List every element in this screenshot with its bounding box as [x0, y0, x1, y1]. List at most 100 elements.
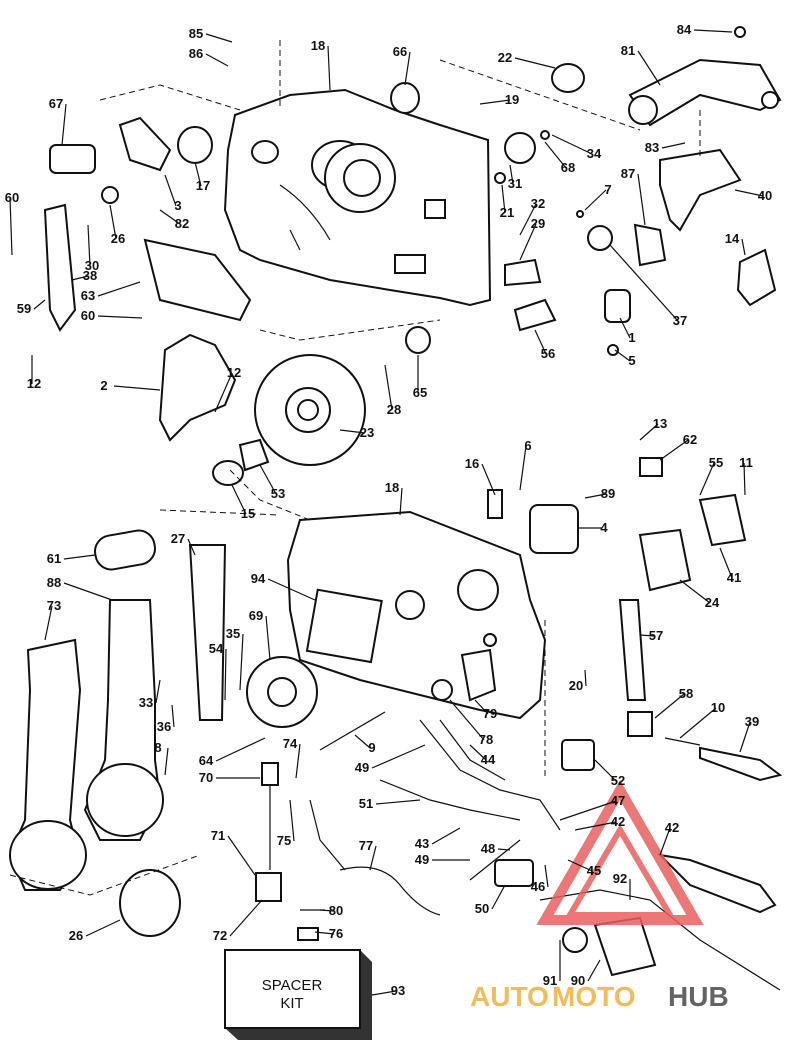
- leader-line-54: [224, 648, 227, 701]
- callout-31: 31: [508, 176, 522, 191]
- leader-line-69: [265, 615, 271, 661]
- leader-line-60: [9, 197, 13, 256]
- callout-81: 81: [621, 43, 635, 58]
- leader-line-53: [259, 464, 277, 495]
- callout-48: 48: [481, 841, 495, 856]
- watermark-moto: MOTO: [552, 981, 635, 1012]
- callout-34: 34: [587, 146, 602, 161]
- leader-line-68: [544, 141, 567, 169]
- callout-27: 27: [171, 531, 185, 546]
- callout-69: 69: [249, 608, 263, 623]
- gear-plate: [254, 354, 366, 466]
- leader-line-75: [289, 799, 295, 842]
- callout-76: 76: [329, 926, 343, 941]
- callout-50: 50: [475, 901, 489, 916]
- leader-line-43: [431, 827, 461, 845]
- leader-line-22: [514, 57, 556, 69]
- spacer-kit-box: SPACER KIT: [224, 949, 372, 1040]
- leader-line-81: [637, 50, 661, 86]
- callout-35: 35: [226, 626, 240, 641]
- callout-14: 14: [725, 231, 740, 246]
- leader-line-40: [734, 189, 764, 197]
- callout-70: 70: [199, 770, 213, 785]
- callout-44: 44: [481, 752, 496, 767]
- callout-83: 83: [645, 140, 659, 155]
- callout-66: 66: [393, 44, 407, 59]
- callout-2: 2: [100, 378, 107, 393]
- callout-10: 10: [711, 700, 725, 715]
- callout-12: 12: [227, 365, 241, 380]
- leader-line-36: [171, 704, 175, 728]
- callout-72: 72: [213, 928, 227, 943]
- leader-line-64: [215, 737, 266, 762]
- callout-61: 61: [47, 551, 61, 566]
- callout-49: 49: [355, 760, 369, 775]
- callout-24: 24: [705, 595, 720, 610]
- callout-8: 8: [154, 740, 161, 755]
- callout-39: 39: [745, 714, 759, 729]
- callout-75: 75: [277, 833, 291, 848]
- callout-22: 22: [498, 50, 512, 65]
- leader-line-3: [164, 174, 177, 207]
- callout-60: 60: [81, 308, 95, 323]
- callout-54: 54: [209, 641, 224, 656]
- upper-housing: [223, 88, 492, 307]
- leader-line-80: [319, 909, 335, 912]
- leader-line-20: [584, 669, 587, 687]
- callout-29: 29: [531, 216, 545, 231]
- callout-46: 46: [531, 879, 545, 894]
- leader-line-27: [187, 538, 196, 556]
- callout-86: 86: [189, 46, 203, 61]
- leader-line-86: [205, 53, 229, 67]
- watermark-auto: AUTO: [470, 981, 549, 1012]
- leader-line-33: [155, 679, 161, 704]
- leader-line-83: [661, 142, 686, 149]
- callout-93: 93: [391, 983, 405, 998]
- callout-23: 23: [360, 425, 374, 440]
- leader-line-73: [44, 605, 53, 641]
- leader-line-30: [87, 224, 91, 267]
- leader-line-41: [719, 547, 733, 579]
- leader-line-49: [371, 744, 426, 769]
- callout-37: 37: [673, 313, 687, 328]
- callout-13: 13: [653, 416, 667, 431]
- assembly-lines: [9, 40, 701, 896]
- leader-line-79: [474, 699, 489, 715]
- leader-line-42: [659, 827, 671, 856]
- callout-42: 42: [665, 820, 679, 835]
- leader-line-85: [205, 33, 233, 43]
- callout-85: 85: [189, 26, 203, 41]
- leader-line-13: [639, 423, 659, 441]
- callout-40: 40: [758, 188, 772, 203]
- leader-line-2: [113, 385, 161, 391]
- watermark-logo: AUTO MOTO HUB: [470, 779, 729, 1012]
- leader-line-61: [63, 554, 96, 560]
- leader-line-21: [501, 184, 506, 214]
- callout-49: 49: [415, 852, 429, 867]
- callout-62: 62: [683, 432, 697, 447]
- callout-90: 90: [571, 973, 585, 988]
- callout-56: 56: [541, 346, 555, 361]
- leader-line-16: [481, 463, 496, 496]
- handle-73: [8, 638, 87, 891]
- grip-61: [94, 529, 156, 571]
- leader-line-94: [267, 578, 316, 601]
- callout-45: 45: [587, 863, 601, 878]
- leader-line-34: [551, 134, 593, 155]
- callout-58: 58: [679, 686, 693, 701]
- leader-line-76: [314, 931, 335, 935]
- callout-26: 26: [111, 231, 125, 246]
- callout-7: 7: [604, 182, 611, 197]
- leader-line-47: [559, 800, 617, 821]
- callout-30: 30: [85, 258, 99, 273]
- leader-line-19: [479, 99, 511, 105]
- leader-line-1: [619, 317, 631, 339]
- lower-housing: [286, 510, 547, 720]
- spacer-kit-line2: KIT: [280, 995, 303, 1012]
- callout-68: 68: [561, 160, 575, 175]
- callout-18: 18: [385, 480, 399, 495]
- callout-77: 77: [359, 838, 373, 853]
- callout-12: 12: [27, 376, 41, 391]
- callout-67: 67: [49, 96, 63, 111]
